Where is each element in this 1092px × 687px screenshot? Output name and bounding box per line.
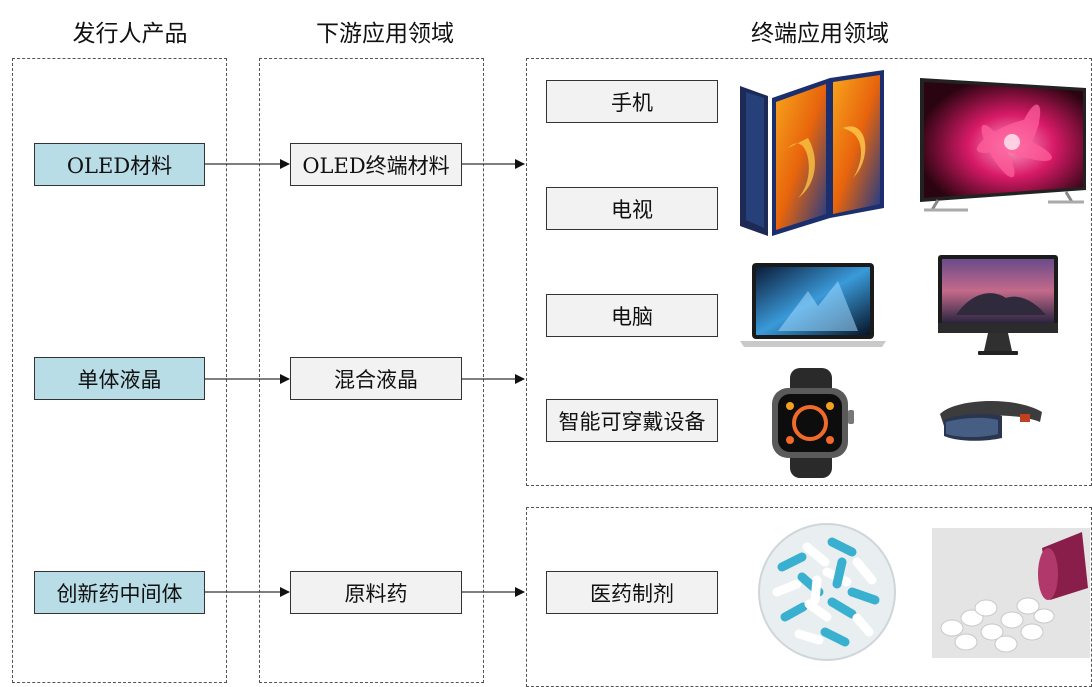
pills-bottle-icon	[932, 528, 1090, 658]
column-title-terminal: 终端应用领域	[751, 21, 889, 47]
downstream-api: 原料药	[290, 571, 462, 614]
smartwatch-icon	[772, 368, 854, 478]
column-title-downstream: 下游应用领域	[316, 21, 454, 47]
issuer-product-oled: OLED材料	[34, 143, 205, 186]
capsules-icon	[758, 523, 896, 661]
downstream-oled-terminal-material: OLED终端材料	[290, 143, 462, 186]
terminal-phone: 手机	[546, 80, 718, 123]
issuer-product-drug-intermediate: 创新药中间体	[34, 571, 205, 614]
terminal-pharma-preparation: 医药制剂	[546, 571, 718, 614]
desktop-computer-icon	[938, 255, 1058, 355]
television-icon	[920, 78, 1086, 212]
vr-headset-icon	[940, 400, 1042, 441]
downstream-mixed-lc: 混合液晶	[290, 357, 462, 400]
terminal-wearable: 智能可穿戴设备	[546, 399, 718, 442]
foldable-phone-icon	[740, 70, 884, 236]
column-title-issuer: 发行人产品	[72, 21, 188, 47]
terminal-tv: 电视	[546, 187, 718, 230]
laptop-icon	[740, 263, 886, 347]
terminal-computer: 电脑	[546, 294, 718, 337]
issuer-product-monomer-lc: 单体液晶	[34, 357, 205, 400]
